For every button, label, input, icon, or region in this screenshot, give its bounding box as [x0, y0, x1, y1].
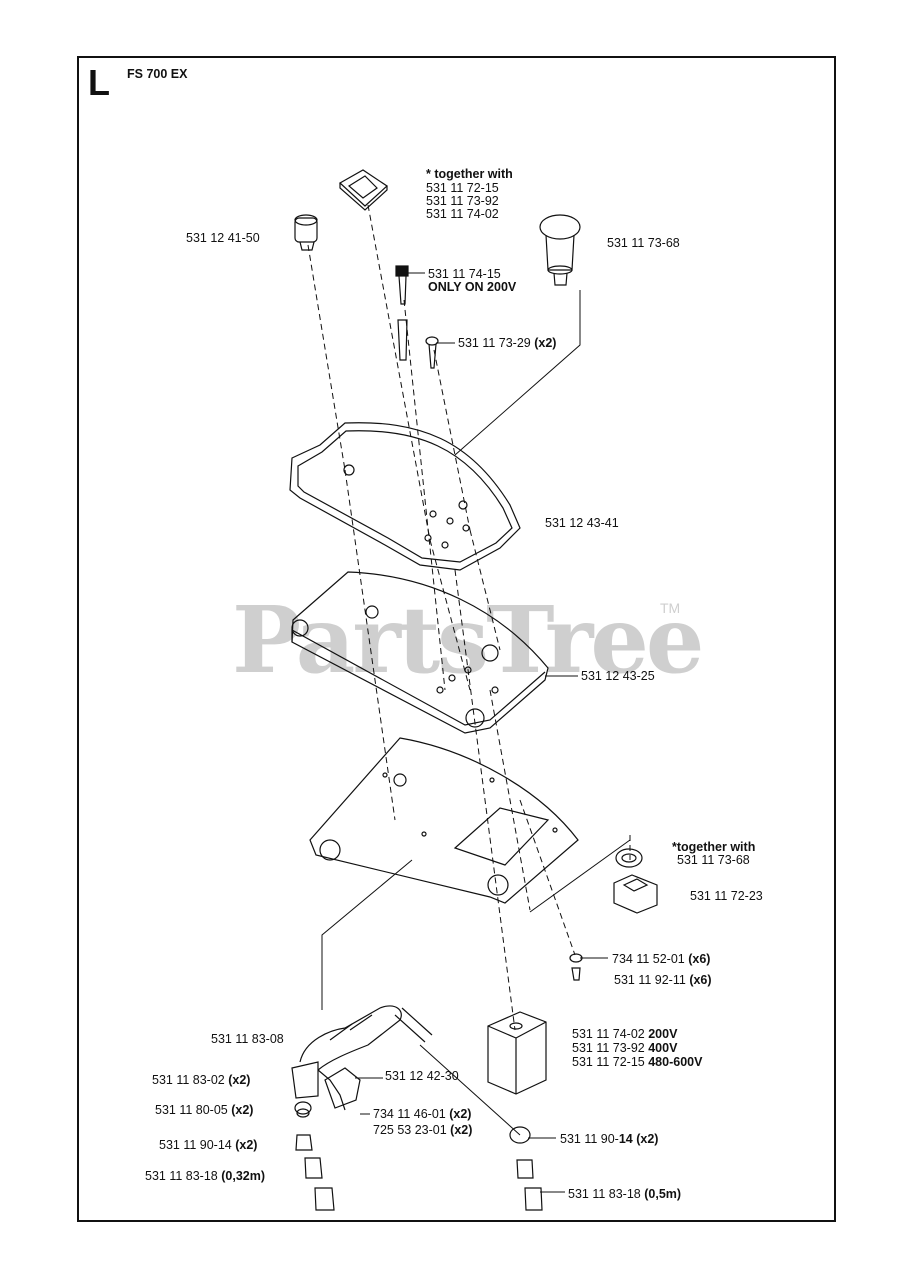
pipe-assembly: [291, 1005, 543, 1211]
gasket: [289, 422, 521, 571]
note-top-title: * together with: [426, 167, 513, 181]
diagram-frame: [77, 56, 836, 1222]
part-label-p11b: 531 11 73-92 400V: [572, 1041, 678, 1055]
part-label-p16: 725 53 23-01 (x2): [373, 1123, 473, 1137]
part-label-p6: 531 12 43-25: [581, 669, 655, 683]
part-label-p7: 531 11 72-23: [690, 889, 763, 903]
section-letter: L: [88, 62, 110, 103]
part-label-p17: 531 11 90-14 (x2): [159, 1138, 258, 1152]
part-label-p9: 531 11 92-11 (x6): [614, 973, 712, 987]
note-top-part-3: 531 11 74-02: [426, 207, 499, 221]
model-label: FS 700 EX: [127, 67, 188, 81]
part-label-p2: 531 11 73-68: [607, 236, 680, 250]
part-label-p10: 531 11 83-08: [211, 1032, 284, 1046]
part-label-p1: 531 12 41-50: [186, 231, 260, 245]
note-top-part-2: 531 11 73-92: [426, 194, 499, 208]
part-label-p8: 734 11 52-01 (x6): [612, 952, 711, 966]
knob-right: [539, 214, 581, 286]
pin-2: [397, 319, 408, 361]
note-side-title: *together with: [672, 840, 756, 854]
solenoid-coil: [487, 1011, 547, 1095]
leader-lines: [321, 272, 631, 1193]
part-label-p12: 531 11 83-02 (x2): [152, 1073, 251, 1087]
part-label-p13: 531 12 42-30: [385, 1069, 459, 1083]
part-label-p15: 734 11 46-01 (x2): [373, 1107, 472, 1121]
part-label-p4: 531 11 73-29 (x2): [458, 336, 557, 350]
part-label-p19: 531 11 83-18 (0,32m): [145, 1169, 266, 1183]
pin: [395, 265, 409, 305]
fitting-left: [294, 214, 318, 251]
washer-screw: [569, 953, 583, 981]
part-label-p11c: 531 11 72-15 480-600V: [572, 1055, 703, 1069]
note-side-part-1: 531 11 73-68: [677, 853, 750, 867]
base-plate: [309, 737, 579, 904]
part-label-p11a: 531 11 74-02 200V: [572, 1027, 678, 1041]
part-note-p3: ONLY ON 200V: [428, 280, 517, 294]
assembly-lines: [307, 204, 631, 1031]
switch-cap: [338, 169, 388, 211]
part-label-p18: 531 11 90-14 (x2): [560, 1132, 659, 1146]
part-label-p3: 531 11 74-15: [428, 267, 501, 281]
mounting-plate: [291, 571, 549, 734]
screw-top: [425, 336, 439, 369]
part-label-p14: 531 11 80-05 (x2): [155, 1103, 254, 1117]
note-top-part-1: 531 11 72-15: [426, 181, 499, 195]
part-label-p5: 531 12 43-41: [545, 516, 619, 530]
part-label-p20: 531 11 83-18 (0,5m): [568, 1187, 682, 1201]
ring: [615, 848, 643, 868]
watermark-trademark: TM: [660, 600, 681, 616]
switch-right: [613, 874, 658, 914]
